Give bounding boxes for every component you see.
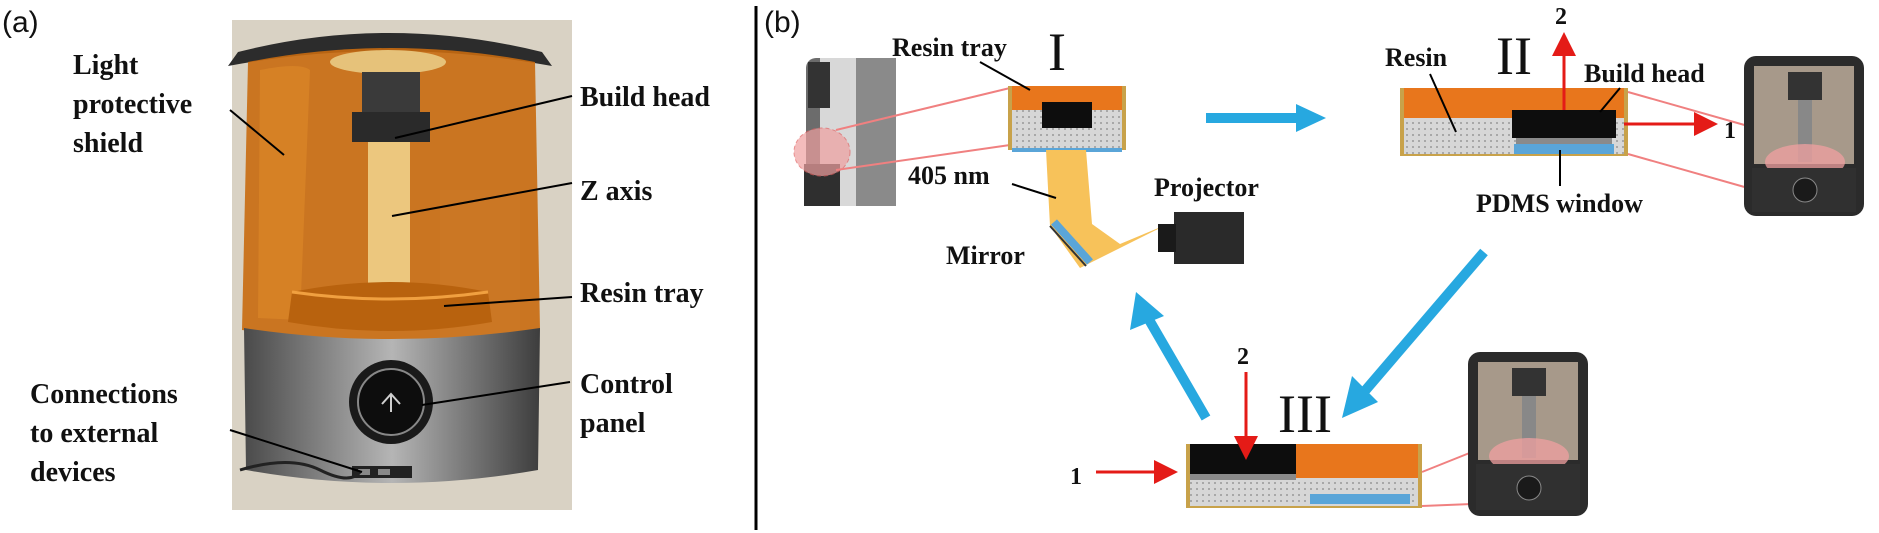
motion-label-1-II: 1 (1724, 118, 1736, 144)
leader-build-head (394, 95, 573, 139)
printer-icon-III (1468, 352, 1588, 516)
numeral-III: III (1278, 384, 1332, 444)
label-connections-3: devices (30, 457, 116, 488)
label-connections-1: Connections (30, 379, 178, 410)
cycle-arrow-III-to-I (1143, 315, 1211, 421)
panel-b-tag: (b) (764, 6, 801, 39)
resin-tray-shape (288, 282, 492, 331)
label-405nm: 405 nm (908, 161, 990, 190)
usb-port-1 (358, 469, 370, 475)
cured-layer-III (1190, 474, 1296, 480)
label-projector: Projector (1154, 173, 1259, 202)
label-shield-3: shield (73, 128, 143, 159)
resin-layer-III (1296, 444, 1418, 478)
pdms-window-II (1514, 144, 1614, 154)
cycle-arrowhead-I-to-II (1296, 104, 1326, 132)
label-resin-tray-I: Resin tray (892, 33, 1007, 62)
label-shield-2: protective (73, 89, 192, 120)
cycle-arrows (1130, 104, 1488, 421)
leader-405nm (1011, 183, 1057, 199)
label-resin-tray: Resin tray (580, 278, 704, 309)
light-beam (1046, 150, 1168, 268)
cycle-arrowhead-II-to-III (1342, 376, 1378, 418)
leader-connections (229, 429, 363, 473)
zoom-line-III-bottom (1421, 503, 1473, 507)
top-plate (330, 50, 446, 74)
label-build-head-II: Build head (1584, 59, 1705, 88)
motion-label-2-III: 2 (1237, 344, 1249, 370)
projector-lens (1158, 224, 1176, 252)
projector-body (1174, 212, 1244, 264)
label-control-1: Control (580, 369, 673, 400)
leader-resin-tray-I (979, 61, 1031, 91)
leader-control-panel (421, 381, 571, 406)
zoom-line-I-top (835, 87, 1011, 131)
numeral-II: II (1496, 26, 1532, 86)
cable (239, 461, 362, 480)
build-head-I (1042, 102, 1092, 128)
leader-resin-II (1429, 73, 1457, 133)
label-shield-1: Light (73, 50, 139, 81)
control-panel-icon (381, 392, 401, 412)
cycle-arrow-II-to-III (1360, 248, 1488, 396)
leader-shield (229, 109, 285, 156)
label-control-2: panel (580, 408, 646, 439)
build-head-III (1190, 444, 1296, 474)
cured-layer-II (1516, 138, 1612, 144)
zoom-line-I-bottom (835, 144, 1011, 171)
printer-icon-II (1744, 56, 1864, 216)
label-build-head: Build head (580, 82, 710, 113)
printer-photo (228, 20, 572, 510)
leader-z-axis (391, 182, 573, 217)
label-resin-II: Resin (1385, 43, 1448, 72)
label-connections-2: to external (30, 418, 159, 449)
motion-label-1-III: 1 (1070, 464, 1082, 490)
panel-a-tag: (a) (2, 6, 39, 39)
zoom-line-III-top (1421, 451, 1473, 473)
numeral-I: I (1048, 22, 1066, 82)
zoom-line-II-bottom (1627, 153, 1749, 189)
leader-build-head-II (1599, 87, 1621, 113)
usb-port-2 (378, 469, 390, 475)
mirror-edge (1049, 225, 1087, 267)
zoom-line-II-top (1627, 91, 1749, 127)
shield-highlight (258, 66, 310, 320)
head-mount (362, 72, 420, 112)
stage-I: Resin tray I 405 nm Projector Mirror (793, 22, 1259, 270)
cycle-arrowhead-III-to-I (1130, 292, 1164, 330)
mirror-surface (1051, 219, 1093, 265)
label-pdms-window: PDMS window (1476, 189, 1643, 218)
leader-resin-tray (443, 296, 573, 307)
label-mirror: Mirror (946, 241, 1025, 270)
panel-a-leaders (229, 95, 573, 473)
label-z-axis: Z axis (580, 176, 652, 207)
printer-icon-I (793, 58, 896, 206)
motion-label-2-II: 2 (1555, 4, 1567, 30)
build-head-block (352, 112, 430, 142)
resin-tray-rim (291, 290, 489, 301)
pdms-window-III (1310, 494, 1410, 504)
stage-III: 2 1 III (1070, 344, 1588, 516)
build-head-II (1512, 110, 1616, 138)
stage-II: 2 1 II Resin Build head PDMS window (1385, 4, 1864, 218)
